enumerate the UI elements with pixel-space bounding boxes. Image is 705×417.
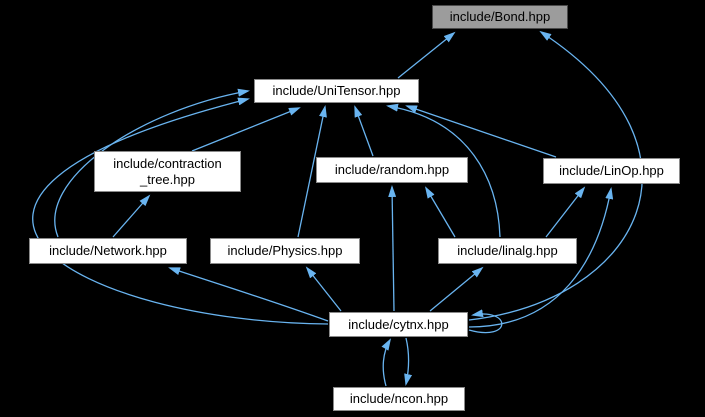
edge-random-to-unitensor <box>354 105 374 157</box>
edge-cytnx-to-physics <box>305 266 342 312</box>
edge-linop-to-unitensor <box>405 105 557 158</box>
edge-linalg-to-random <box>424 186 456 238</box>
edge-cytnx-to-ncon <box>404 337 413 386</box>
edge-ncon-to-cytnx <box>381 338 392 387</box>
edge-cytnx-to-bond <box>468 30 643 321</box>
node-unitensor[interactable]: include/UniTensor.hpp <box>254 79 419 103</box>
node-ctree[interactable]: include/contraction _tree.hpp <box>94 151 241 192</box>
edge-cytnx-to-random <box>388 185 397 312</box>
node-bond[interactable]: include/Bond.hpp <box>432 5 568 29</box>
node-network[interactable]: include/Network.hpp <box>29 238 187 264</box>
edge-network-to-unitensor <box>54 88 250 238</box>
edge-ctree-to-unitensor <box>191 107 301 152</box>
edge-cytnx-to-unitensor <box>32 97 329 325</box>
node-physics[interactable]: include/Physics.hpp <box>210 238 360 264</box>
edge-cytnx-to-cytnx <box>468 309 503 334</box>
edge-cytnx-to-network <box>168 267 329 322</box>
node-ncon[interactable]: include/ncon.hpp <box>333 387 465 411</box>
edge-linalg-to-linop <box>545 186 586 238</box>
edge-cytnx-to-linop <box>468 187 614 328</box>
edge-unitensor-to-bond <box>397 31 456 79</box>
node-linop[interactable]: include/LinOp.hpp <box>543 158 680 184</box>
edge-network-to-ctree <box>112 194 151 238</box>
node-cytnx[interactable]: include/cytnx.hpp <box>329 312 468 337</box>
edge-linalg-to-unitensor <box>386 103 501 238</box>
node-random[interactable]: include/random.hpp <box>316 157 468 183</box>
node-linalg[interactable]: include/linalg.hpp <box>438 238 577 264</box>
edge-physics-to-unitensor <box>297 105 327 238</box>
edge-cytnx-to-linalg <box>429 266 484 312</box>
